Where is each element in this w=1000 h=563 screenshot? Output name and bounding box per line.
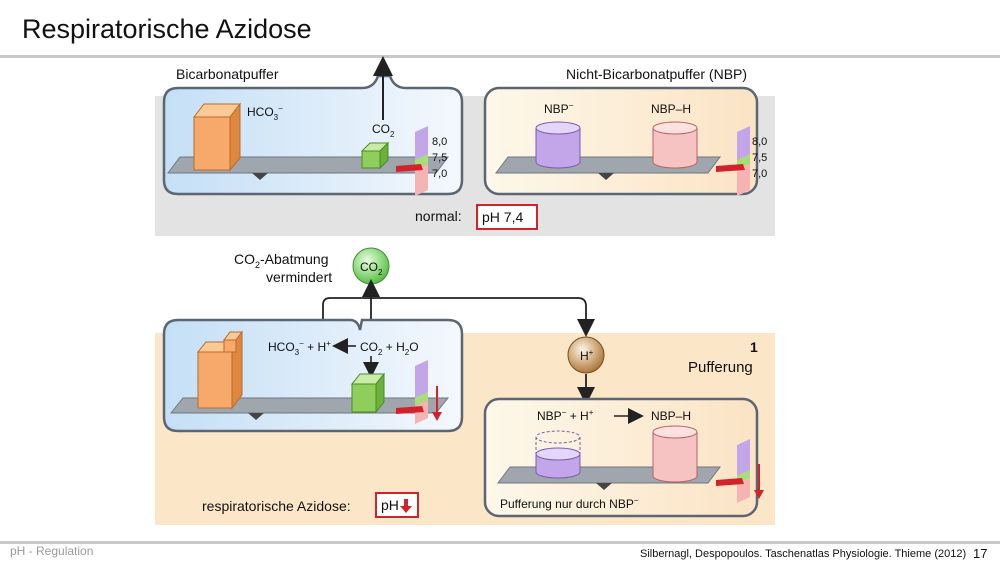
ph-scale-75: 7,5 — [432, 152, 447, 164]
nbph-label: NBP–H — [651, 102, 691, 116]
nbp-title: Nicht-Bicarbonatpuffer (NBP) — [566, 66, 747, 82]
co2-cube — [360, 141, 390, 170]
ph-indicator-normal-right — [716, 126, 750, 196]
normal-ph-value: pH 7,4 — [482, 209, 523, 225]
fulcrum-icon — [598, 173, 614, 180]
co2-cube-acidosis — [350, 372, 386, 414]
step-number: 1 — [750, 339, 758, 355]
fulcrum-icon — [248, 413, 264, 420]
acidosis-status-prefix: respiratorische Azidose: — [202, 498, 351, 514]
ph-down-arrowhead-left — [432, 412, 442, 421]
ph-scale-70-right: 7,0 — [752, 168, 767, 180]
hco3-label: HCO3− — [247, 104, 283, 122]
co2-circle-label: CO2 — [360, 260, 383, 277]
normal-ph-box — [476, 204, 538, 230]
hco3-block — [192, 102, 242, 172]
nbp-minus-cylinder-acidosis — [535, 430, 581, 479]
slide-title: Respiratorische Azidose — [22, 14, 312, 44]
nbp-minus-label: NBP− — [544, 101, 574, 116]
footer-topic: pH - Regulation — [10, 544, 94, 558]
connector-co2-to-hco3 — [322, 297, 372, 340]
nbp-box — [483, 86, 759, 196]
nbp-minus-cylinder — [535, 121, 581, 169]
h-plus-label: H+ — [580, 348, 594, 363]
acidosis-ph-box — [375, 492, 419, 518]
ph-scale-75-right: 7,5 — [752, 152, 767, 164]
acidosis-ph-value: pH — [381, 497, 399, 513]
ph-indicator-acidosis-right — [716, 439, 750, 503]
nbp-product-text: NBP–H — [651, 409, 691, 423]
co2-label: CO2 — [372, 122, 395, 139]
normal-status-prefix: normal: — [415, 208, 462, 224]
citation: Silbernagl, Despopoulos. Taschenatlas Ph… — [640, 548, 967, 560]
step-label: Pufferung — [688, 359, 753, 376]
page-number: 17 — [973, 546, 988, 561]
reaction-product-text: CO2 + H2O — [360, 340, 419, 357]
reaction-text: HCO3− + H+ — [268, 339, 331, 357]
connector-to-h — [371, 297, 595, 337]
ph-scale-80: 8,0 — [432, 136, 447, 148]
ph-down-arrowhead-right — [754, 490, 764, 499]
ph-indicator-acidosis-left — [396, 360, 428, 424]
ph-scale-70: 7,0 — [432, 168, 447, 180]
nbph-cylinder — [652, 121, 698, 169]
hco3-block-acidosis — [196, 330, 243, 410]
nbph-cylinder-acidosis — [652, 425, 698, 483]
nbp-reaction-text: NBP− + H+ — [537, 408, 594, 423]
h-plus-circle — [567, 336, 605, 374]
footer-divider — [0, 541, 1000, 544]
bicarb-title: Bicarbonatpuffer — [176, 66, 279, 82]
exhale-reduced-line2: vermindert — [266, 269, 332, 285]
fulcrum-icon — [596, 483, 612, 490]
fulcrum-icon — [252, 173, 268, 180]
exhale-reduced-line1: CO2-Abatmung — [234, 251, 329, 270]
title-divider — [0, 55, 1000, 58]
ph-scale-80-right: 8,0 — [752, 136, 767, 148]
nbp-caption: Pufferung nur durch NBP− — [500, 496, 639, 511]
ph-indicator-normal-left — [396, 126, 428, 196]
ph-decrease-icon — [400, 499, 412, 513]
